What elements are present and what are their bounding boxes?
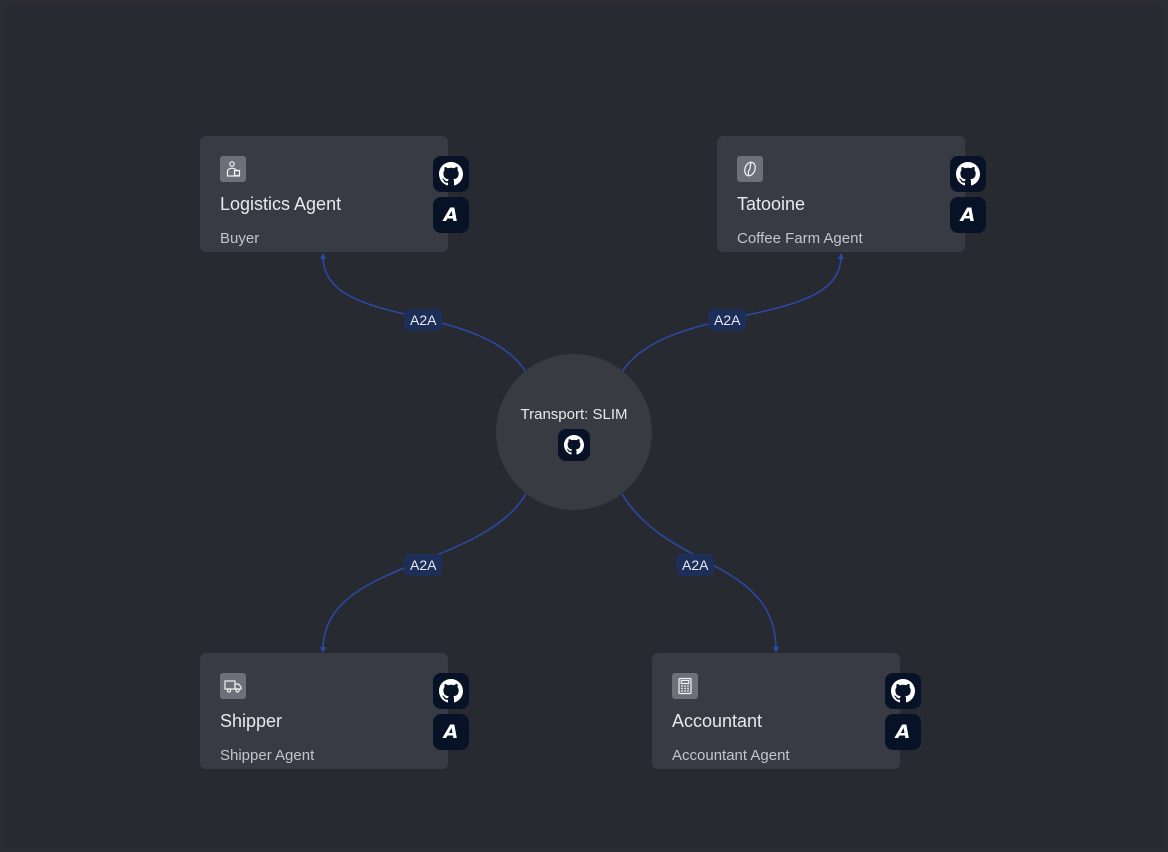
github-icon[interactable] [558,429,590,461]
edge-accountant [621,493,779,653]
edge-label-accountant[interactable]: A2A [676,554,715,576]
calculator-icon [672,673,698,699]
node-subtitle: Shipper Agent [220,747,315,764]
github-icon[interactable] [950,156,986,192]
hub-label: Transport: SLIM [520,406,628,423]
github-icon[interactable] [433,156,469,192]
node-subtitle: Coffee Farm Agent [737,230,863,247]
agntcy-a-icon[interactable]: A [433,714,469,750]
node-subtitle: Accountant Agent [672,747,790,764]
github-icon[interactable] [433,673,469,709]
node-shipper[interactable]: Shipper Shipper Agent A [200,653,469,769]
truck-icon [220,673,246,699]
node-logistics-agent[interactable]: Logistics Agent Buyer A [200,136,469,252]
edge-label-shipper[interactable]: A2A [404,554,443,576]
node-title: Shipper [220,711,283,731]
github-icon[interactable] [885,673,921,709]
node-title: Tatooine [737,194,806,214]
agntcy-a-icon[interactable]: A [885,714,921,750]
agntcy-a-icon[interactable]: A [950,197,986,233]
coffee-bean-icon [737,156,763,182]
node-title: Logistics Agent [220,194,342,214]
agntcy-a-icon[interactable]: A [433,197,469,233]
warehouse-worker-icon [220,156,246,182]
node-tatooine[interactable]: Tatooine Coffee Farm Agent A [717,136,986,252]
edge-tatooine [621,253,844,373]
edge-label-logistics[interactable]: A2A [404,309,443,331]
node-title: Accountant [672,711,763,731]
transport-hub-node[interactable]: Transport: SLIM [496,354,652,510]
node-subtitle: Buyer [220,230,260,247]
node-accountant[interactable]: Accountant Accountant Agent A [652,653,921,769]
edge-label-tatooine[interactable]: A2A [708,309,747,331]
